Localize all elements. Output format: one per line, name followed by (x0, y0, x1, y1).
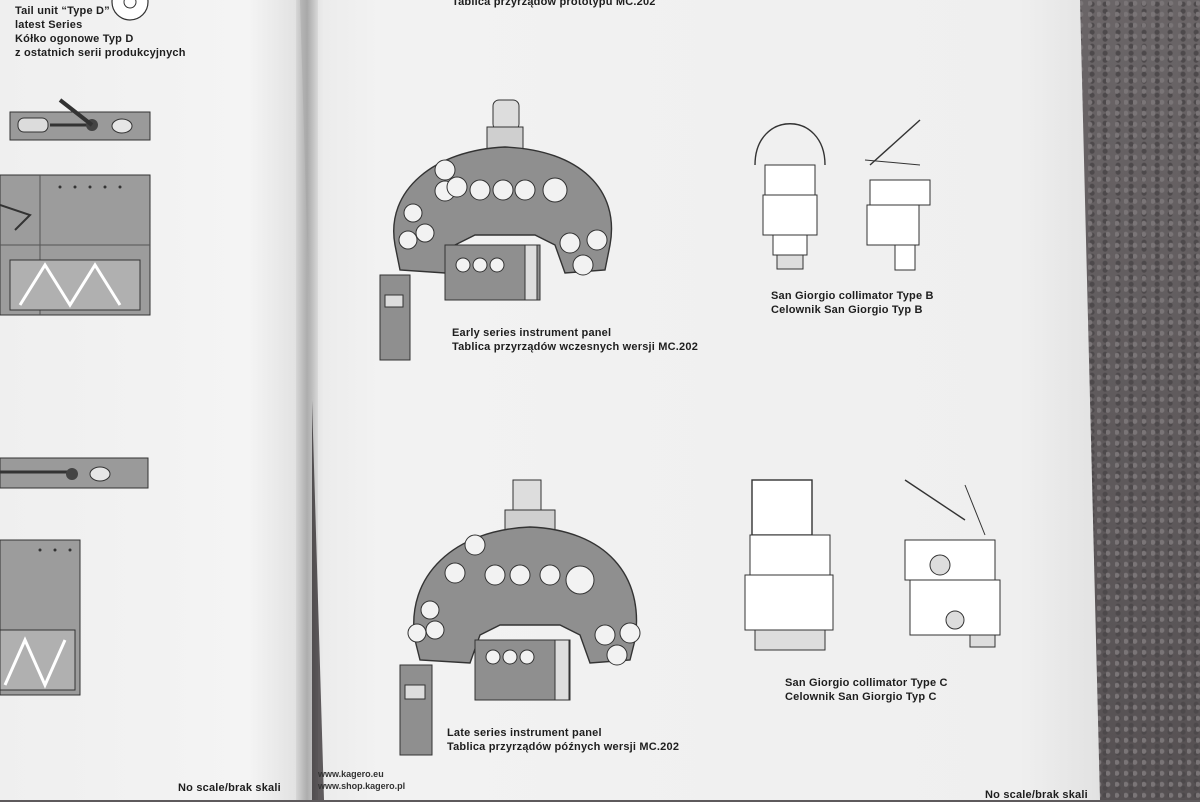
right-no-scale: No scale/brak skali (985, 789, 1088, 801)
book-spine (296, 0, 318, 800)
collimator-c-caption-en: San Giorgio collimator Type C (785, 677, 948, 689)
late-instrument-panel-drawing (399, 479, 641, 756)
tail-caption-line-1: Tail unit “Type D” (15, 5, 110, 17)
early-panel-caption-en: Early series instrument panel (452, 327, 612, 339)
tail-wheel-drawing (111, 0, 149, 21)
collimator-b-caption-en: San Giorgio collimator Type B (771, 290, 934, 302)
prototype-caption: Tablica przyrządów prototypu MC.202 (452, 0, 656, 8)
tail-caption-line-4: z ostatnich serii produkcyjnych (15, 47, 186, 59)
tail-caption-line-2: latest Series (15, 19, 83, 31)
early-instrument-panel-drawing (379, 99, 613, 361)
website-link-1[interactable]: www.kagero.eu (318, 769, 384, 779)
collimator-c-caption: San Giorgio collimator Type C Celownik S… (785, 676, 948, 704)
publisher-websites: www.kagero.eu www.shop.kagero.pl (318, 768, 405, 792)
tail-strut-drawing-top (9, 98, 151, 141)
late-panel-caption-en: Late series instrument panel (447, 727, 602, 739)
early-panel-caption: Early series instrument panel Tablica pr… (452, 326, 698, 354)
tail-caption: Tail unit “Type D” latest Series Kółko o… (15, 4, 186, 60)
late-panel-caption-pl: Tablica przyrządów późnych wersji MC.202 (447, 741, 680, 753)
left-no-scale: No scale/brak skali (178, 782, 281, 794)
right-page (300, 0, 1100, 800)
website-link-2[interactable]: www.shop.kagero.pl (318, 781, 406, 791)
collimator-c-caption-pl: Celownik San Giorgio Typ C (785, 691, 937, 703)
collimator-b-caption: San Giorgio collimator Type B Celownik S… (771, 289, 934, 317)
early-panel-caption-pl: Tablica przyrządów wczesnych wersji MC.2… (452, 341, 699, 353)
late-panel-caption: Late series instrument panel Tablica prz… (447, 726, 679, 754)
fuselage-drawing-top (0, 174, 151, 316)
collimator-b-caption-pl: Celownik San Giorgio Typ B (771, 304, 923, 316)
tail-caption-line-3: Kółko ogonowe Typ D (15, 33, 134, 45)
fuselage-drawing-bottom (0, 539, 81, 696)
collimator-type-c-drawing (744, 479, 1001, 651)
collimator-type-b-drawing (754, 119, 931, 271)
tail-strut-drawing-bottom (0, 457, 149, 489)
